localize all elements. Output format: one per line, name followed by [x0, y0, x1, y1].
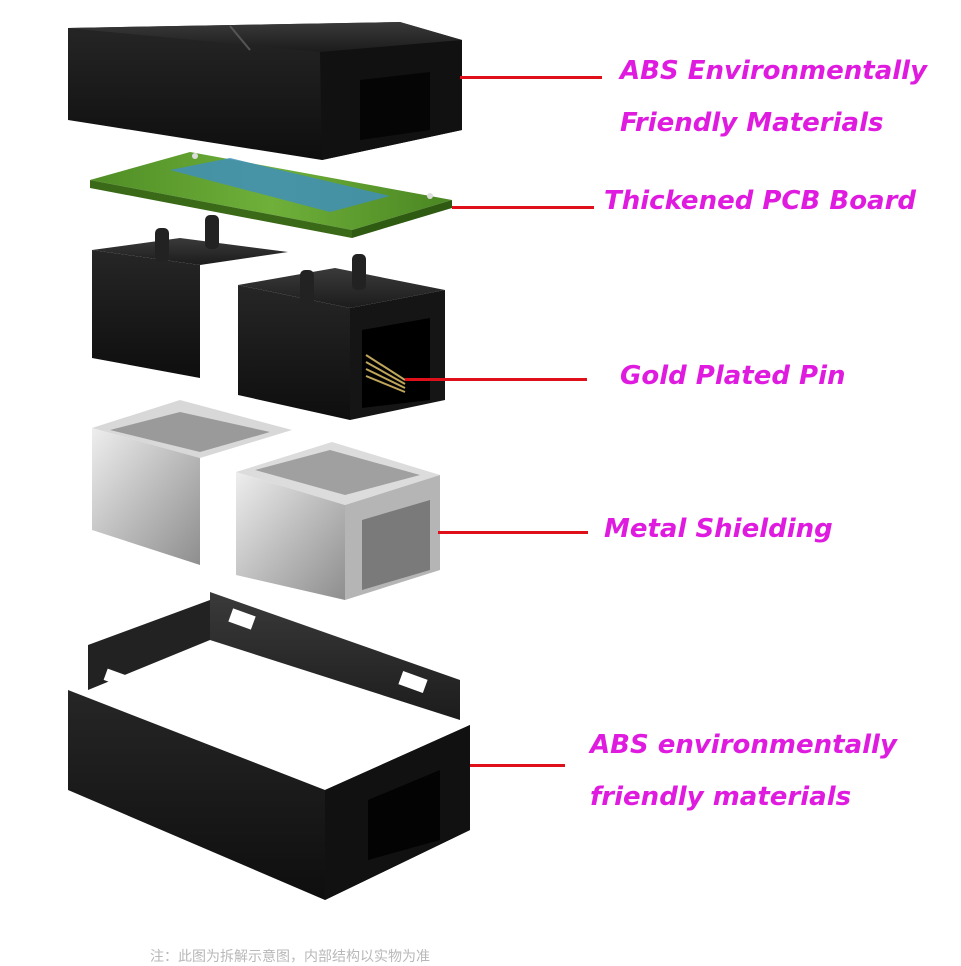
- leader-line-gold-pin: [405, 378, 587, 381]
- leader-line-bottom-base: [470, 764, 565, 767]
- callout-top-cover-line2: Friendly Materials: [620, 108, 884, 138]
- callout-top-cover: ABS Environmentally Friendly Materials: [620, 45, 927, 149]
- gold-pins: [365, 354, 406, 393]
- leader-line-pcb: [452, 206, 594, 209]
- metal-shield-left: [92, 400, 292, 565]
- callout-top-cover-line1: ABS Environmentally: [620, 56, 928, 86]
- callout-pcb-line1: Thickened PCB Board: [604, 186, 917, 216]
- jack-body-left: [92, 215, 288, 378]
- callout-metal-shield: Metal Shielding: [604, 503, 833, 555]
- pcb-board: [90, 152, 452, 238]
- footer-note: 注：此图为拆解示意图，内部结构以实物为准: [150, 949, 430, 965]
- callout-gold-pin: Gold Plated Pin: [620, 350, 846, 402]
- bottom-base: [68, 592, 470, 900]
- callout-metal-shield-line1: Metal Shielding: [604, 514, 833, 544]
- callout-bottom-base: ABS environmentally friendly materials: [590, 719, 897, 823]
- callout-gold-pin-line1: Gold Plated Pin: [620, 361, 846, 391]
- leader-line-metal-shield: [438, 531, 588, 534]
- jack-body-right: [238, 254, 445, 420]
- callout-bottom-base-line2: friendly materials: [590, 782, 852, 812]
- metal-shield-right: [236, 442, 440, 600]
- top-cover: [68, 22, 462, 160]
- callout-pcb: Thickened PCB Board: [604, 175, 916, 227]
- leader-line-top-cover: [460, 76, 602, 79]
- callout-bottom-base-line1: ABS environmentally: [590, 730, 897, 760]
